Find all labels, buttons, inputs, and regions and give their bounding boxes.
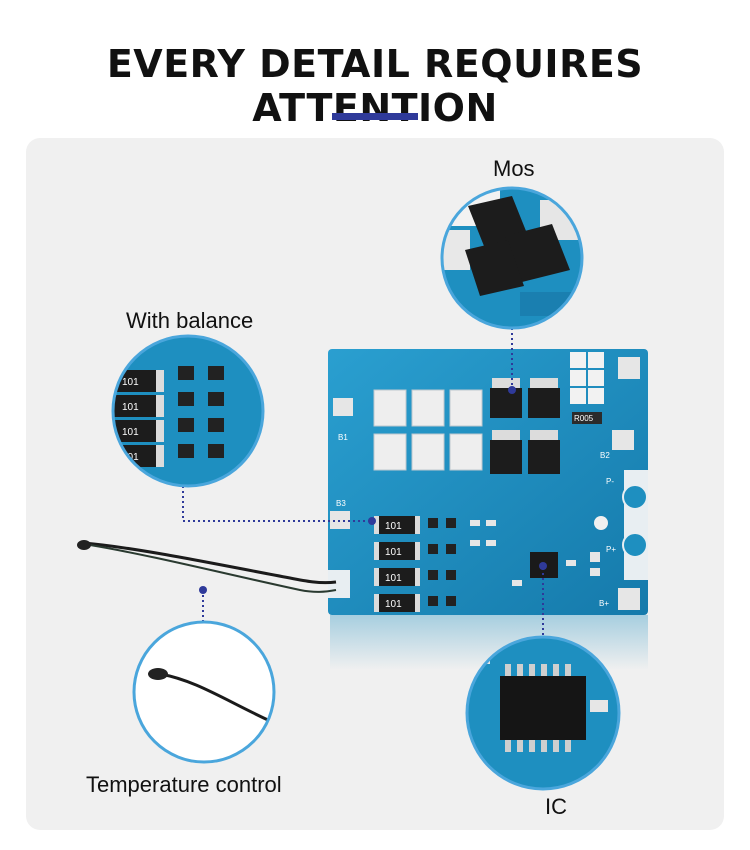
- mos-zoom-circle: [440, 186, 584, 330]
- temperature-zoom-circle: [132, 620, 276, 764]
- resistor-label-1: 101: [385, 521, 402, 532]
- b2-label: B2: [600, 451, 610, 460]
- b1-label: B1: [338, 433, 348, 442]
- resistor-label-2: 101: [385, 547, 402, 558]
- mos-label: Mos: [493, 156, 535, 181]
- board-markings: 101 101 101 101 R005 B1 B2 B3 P- P+ B+: [336, 414, 616, 610]
- resistor-label-4: 101: [385, 599, 402, 610]
- temperature-label: Temperature control: [86, 772, 282, 797]
- shunt-label: R005: [574, 414, 594, 423]
- pcb-board: [328, 349, 648, 615]
- ic-zoom-circle: [465, 635, 621, 791]
- p-minus-label: P-: [606, 477, 614, 486]
- b-plus-label: B+: [599, 599, 609, 608]
- headline-underline: [332, 113, 418, 120]
- headline: EVERY DETAIL REQUIRES ATTENTION: [106, 42, 644, 130]
- resistor-label-3: 101: [385, 573, 402, 584]
- zoom-resistor-label-1: 101: [122, 377, 139, 388]
- thermistor-wire: [77, 540, 337, 593]
- b3-label: B3: [336, 499, 346, 508]
- balance-label: With balance: [126, 308, 254, 333]
- callout-connectors: [182, 328, 544, 637]
- balance-zoom-circle: 101 101 101 101: [111, 334, 265, 488]
- p-plus-label: P+: [606, 545, 616, 554]
- zoom-resistor-label-3: 101: [122, 427, 139, 438]
- callout-dots: [199, 386, 547, 594]
- zoom-resistor-label-2: 101: [122, 402, 139, 413]
- ic-label: IC: [545, 794, 567, 819]
